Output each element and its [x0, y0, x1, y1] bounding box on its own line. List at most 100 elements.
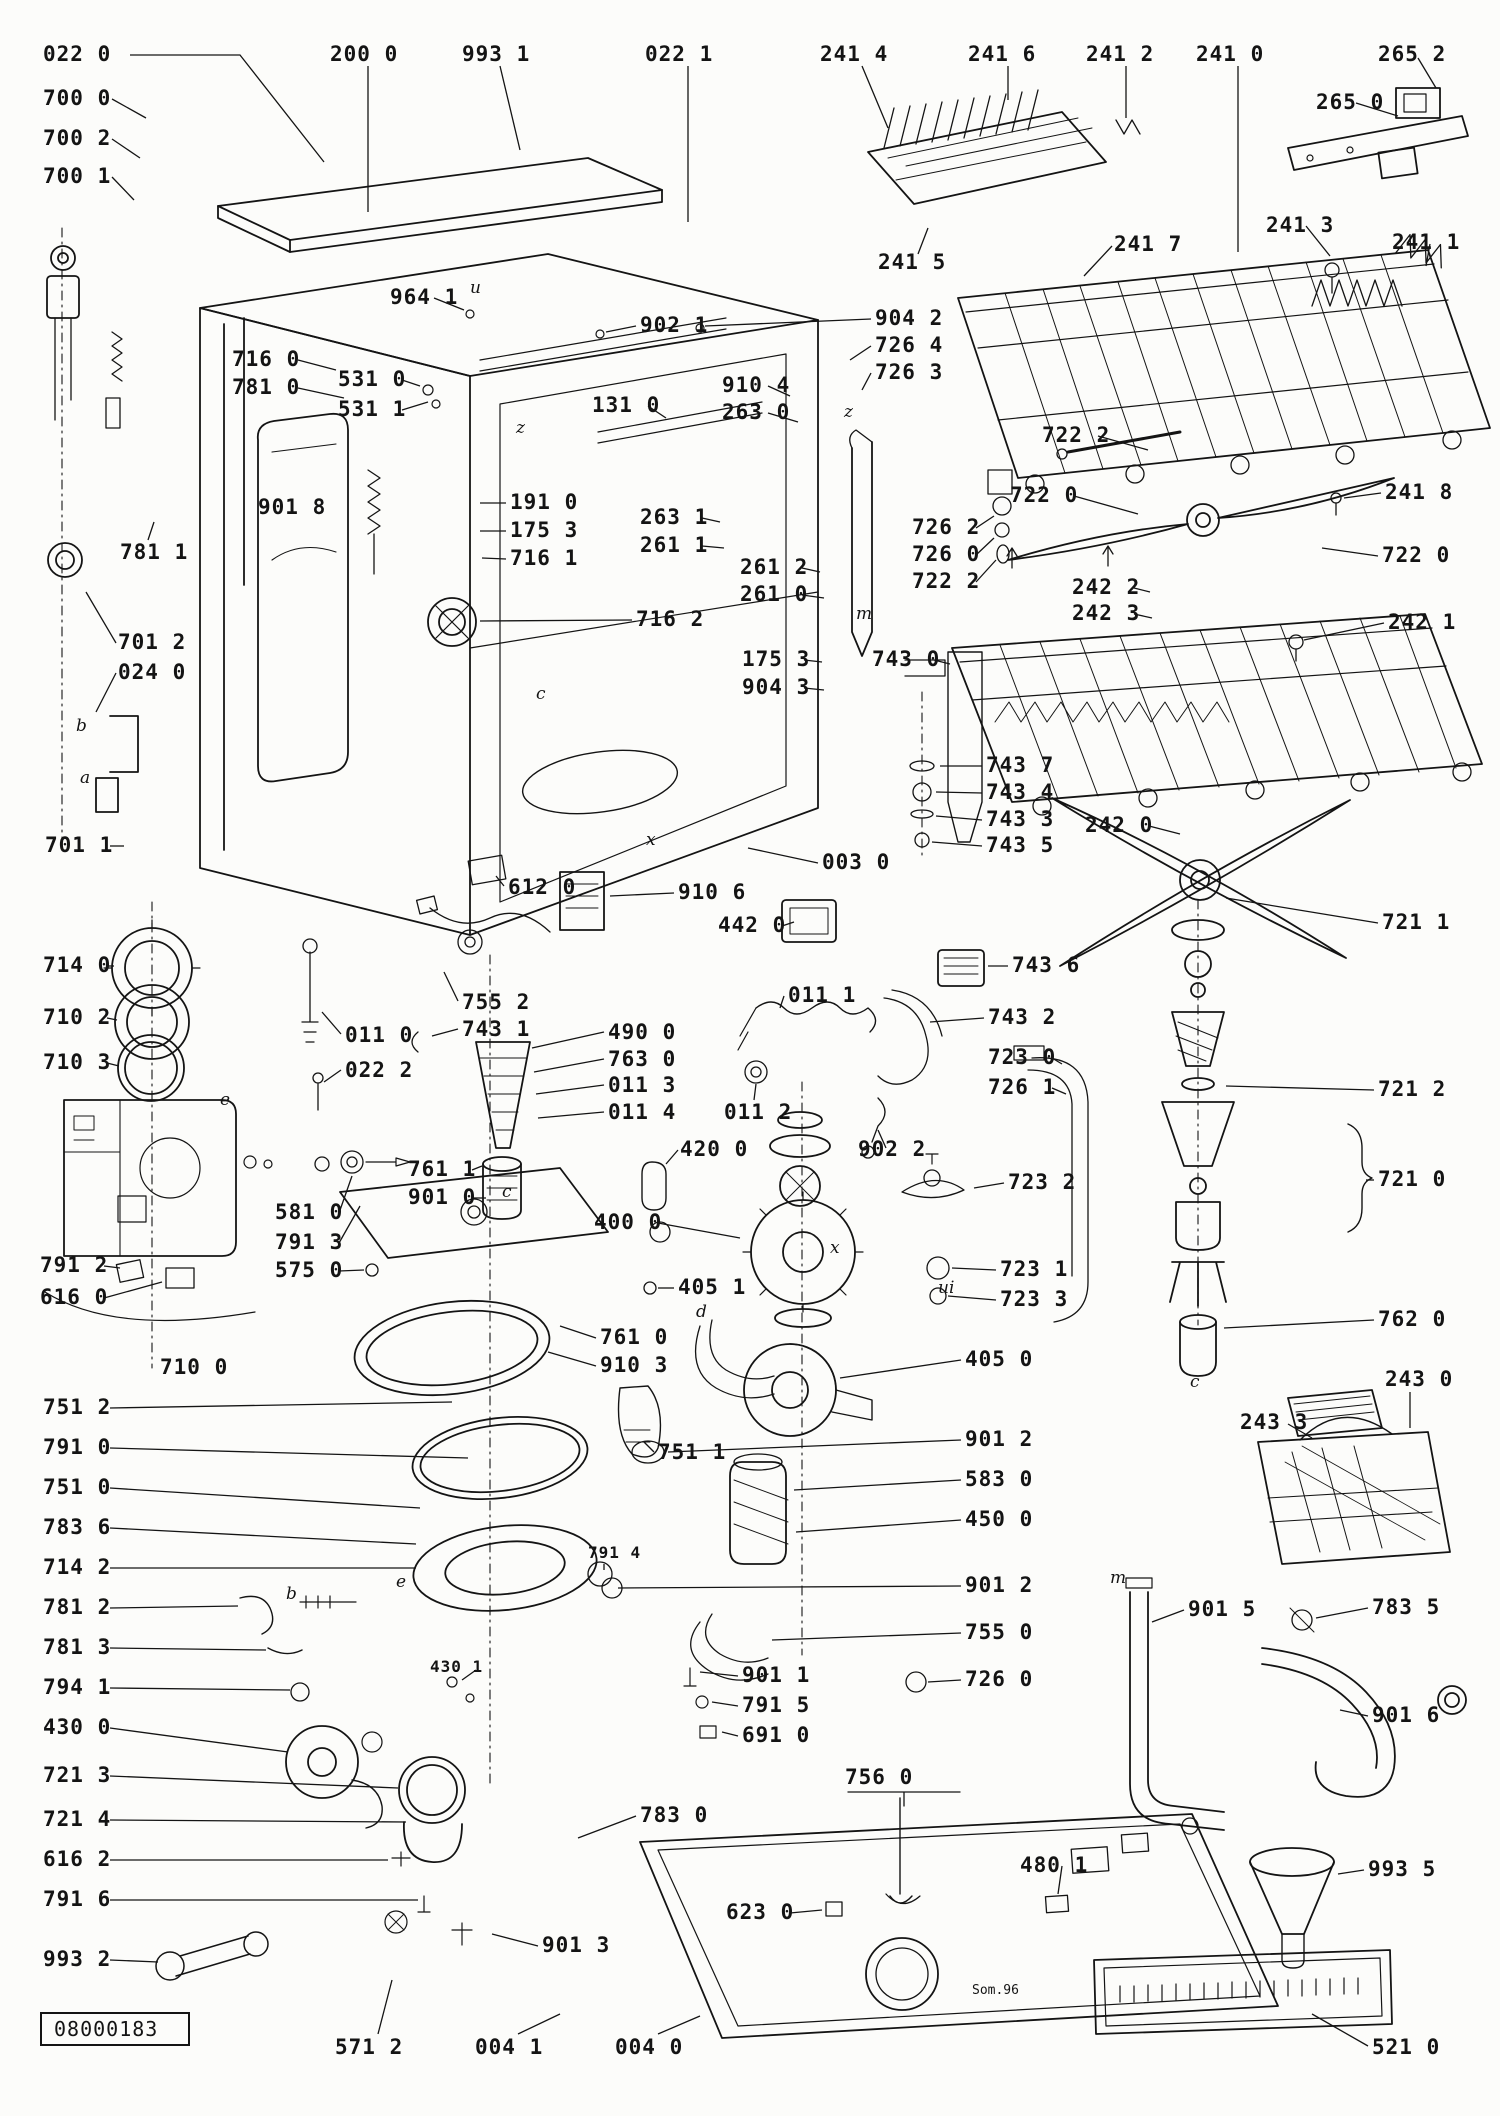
part-number-label: 901 2	[965, 1427, 1034, 1451]
part-number-label: 723 3	[1000, 1287, 1069, 1311]
part-number-label: 722 2	[1042, 423, 1111, 447]
part-number-label: 024 0	[118, 660, 187, 684]
part-number-label: 011 1	[788, 983, 857, 1007]
part-number-label: 743 1	[462, 1017, 531, 1041]
reference-letter: u	[470, 278, 481, 298]
part-number-label: 243 0	[1385, 1367, 1454, 1391]
part-number-label: 241 1	[1392, 230, 1461, 254]
part-number-label: 710 3	[43, 1050, 112, 1074]
part-number-label: 726 1	[988, 1075, 1057, 1099]
part-number-label: 241 3	[1266, 213, 1335, 237]
part-number-label: 004 0	[615, 2035, 684, 2059]
reference-letter: ui	[938, 1278, 955, 1298]
part-number-label: 700 2	[43, 126, 112, 150]
part-number-label: 763 0	[608, 1047, 677, 1071]
part-number-label: 722 0	[1382, 543, 1451, 567]
part-number-label: 723 1	[1000, 1257, 1069, 1281]
part-number-label: 791 6	[43, 1887, 112, 1911]
reference-letter: c	[536, 684, 546, 704]
document-number: 08000183	[54, 2017, 159, 2041]
part-number-label: 241 5	[878, 250, 947, 274]
part-number-label: 480 1	[1020, 1853, 1089, 1877]
part-number-label: 710 0	[160, 1355, 229, 1379]
reference-letter: x	[830, 1238, 840, 1258]
part-number-label: 691 0	[742, 1723, 811, 1747]
part-number-label: 902 2	[858, 1137, 927, 1161]
part-number-label: 265 0	[1316, 90, 1385, 114]
part-number-label: 791 0	[43, 1435, 112, 1459]
part-number-label: 241 6	[968, 42, 1037, 66]
part-number-label: 722 0	[1010, 483, 1079, 507]
part-number-label: 901 3	[542, 1933, 611, 1957]
part-number-label: 901 5	[1188, 1597, 1257, 1621]
reference-letter: c	[502, 1182, 512, 1202]
reference-letter: e	[396, 1572, 407, 1592]
part-number-label: 901 0	[408, 1185, 477, 1209]
part-number-label: 175 3	[742, 647, 811, 671]
part-number-label: 521 0	[1372, 2035, 1441, 2059]
part-number-label: 011 4	[608, 1100, 677, 1124]
part-number-label: 583 0	[965, 1467, 1034, 1491]
reference-letter: z	[516, 418, 525, 438]
part-number-label: 721 4	[43, 1807, 112, 1831]
part-number-label: 405 0	[965, 1347, 1034, 1371]
part-number-label: 022 1	[645, 42, 714, 66]
part-number-label: 011 2	[724, 1100, 793, 1124]
reference-letter: x	[646, 830, 656, 850]
part-number-label: 791 2	[40, 1253, 109, 1277]
part-number-label: 791 4	[588, 1543, 642, 1562]
footer-note: Som.96	[972, 1983, 1019, 1998]
part-number-label: 200 0	[330, 42, 399, 66]
part-number-label: 762 0	[1378, 1307, 1447, 1331]
part-number-label: 791 5	[742, 1693, 811, 1717]
part-number-label: 993 2	[43, 1947, 112, 1971]
part-number-label: 743 6	[1012, 953, 1081, 977]
part-number-label: 241 7	[1114, 232, 1183, 256]
part-number-label: 910 4	[722, 373, 791, 397]
part-number-label: 581 0	[275, 1200, 344, 1224]
reference-letter: m	[856, 604, 873, 624]
part-number-label: 442 0	[718, 913, 787, 937]
part-number-label: 575 0	[275, 1258, 344, 1282]
part-number-label: 131 0	[592, 393, 661, 417]
part-number-label: 263 1	[640, 505, 709, 529]
part-number-label: 755 0	[965, 1620, 1034, 1644]
part-number-label: 722 2	[912, 569, 981, 593]
part-number-label: 243 3	[1240, 1410, 1309, 1434]
part-number-label: 716 0	[232, 347, 301, 371]
part-number-label: 241 4	[820, 42, 889, 66]
part-number-label: 263 0	[722, 400, 791, 424]
reference-letter: e	[220, 1090, 231, 1110]
part-number-label: 902 1	[640, 313, 709, 337]
part-number-label: 743 7	[986, 753, 1055, 777]
part-number-label: 022 2	[345, 1058, 414, 1082]
part-number-label: 726 0	[912, 542, 981, 566]
part-number-label: 241 8	[1385, 480, 1454, 504]
part-number-label: 761 1	[408, 1157, 477, 1181]
part-number-label: 726 2	[912, 515, 981, 539]
part-number-label: 261 1	[640, 533, 709, 557]
part-number-label: 743 4	[986, 780, 1055, 804]
part-number-label: 726 4	[875, 333, 944, 357]
part-number-label: 755 2	[462, 990, 531, 1014]
part-number-label: 261 0	[740, 582, 809, 606]
part-number-label: 003 0	[822, 850, 891, 874]
part-number-label: 420 0	[680, 1137, 749, 1161]
part-number-label: 783 0	[640, 1803, 709, 1827]
part-number-label: 751 1	[658, 1440, 727, 1464]
part-number-label: 904 3	[742, 675, 811, 699]
part-number-label: 781 3	[43, 1635, 112, 1659]
part-number-label: 191 0	[510, 490, 579, 514]
part-number-label: 623 0	[726, 1900, 795, 1924]
part-number-label: 993 1	[462, 42, 531, 66]
part-number-label: 901 2	[965, 1573, 1034, 1597]
part-number-label: 743 5	[986, 833, 1055, 857]
reference-letter: m	[1110, 1568, 1127, 1588]
reference-letter: d	[696, 1302, 707, 1322]
part-number-label: 716 2	[636, 607, 705, 631]
part-number-label: 714 2	[43, 1555, 112, 1579]
part-number-label: 726 3	[875, 360, 944, 384]
